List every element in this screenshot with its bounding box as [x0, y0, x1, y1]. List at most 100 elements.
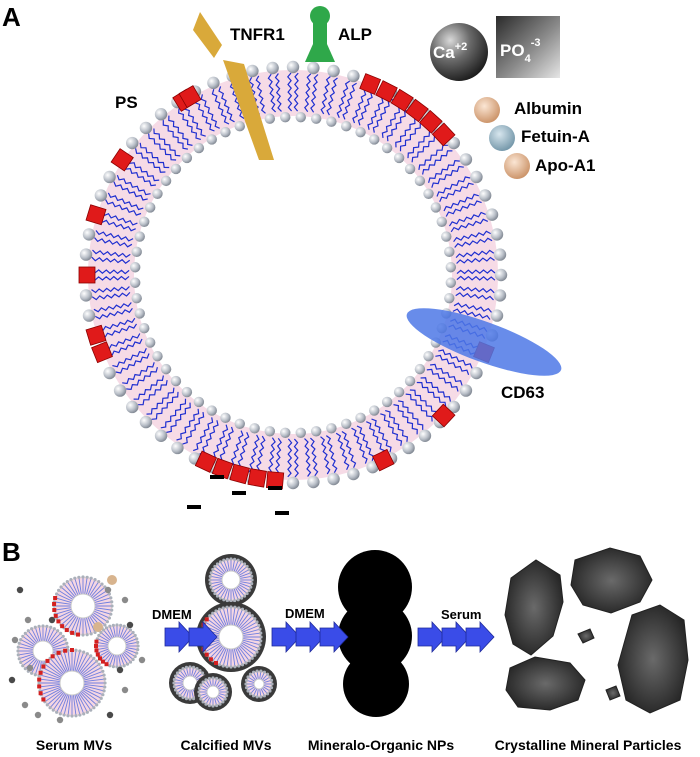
lipid-head-outer	[327, 64, 340, 78]
lipid-tail	[100, 211, 138, 226]
vesicle-spoke	[214, 585, 225, 594]
vesicle-spoke	[100, 651, 111, 660]
vesicle-spoke	[58, 589, 74, 600]
lipid-tail	[91, 286, 130, 294]
vesicle-spoke	[54, 601, 72, 605]
lipid-tail	[200, 94, 220, 129]
vesicle-spoke	[122, 629, 131, 640]
lipid-tail	[454, 237, 493, 248]
lipid-head-inner	[436, 216, 447, 227]
lipid-tail	[107, 338, 143, 357]
vesicle-spoke	[226, 648, 230, 667]
tnfr1-label: TNFR1	[230, 25, 285, 44]
vesicle-spoke	[84, 617, 88, 635]
ion-particle	[126, 621, 134, 629]
vesicle-spoke	[121, 627, 128, 639]
vesicle-spoke	[240, 643, 256, 656]
fetuin-protein	[489, 125, 515, 151]
vesicle-spoke	[78, 617, 82, 635]
lipid-head-inner	[295, 427, 306, 439]
lipid-head-inner	[220, 412, 231, 424]
lipid-head-inner	[423, 188, 434, 199]
lipid-tail	[267, 73, 277, 113]
lipid-head-outer	[139, 415, 153, 429]
vesicle-spoke	[66, 581, 77, 597]
vesicle-spoke	[237, 646, 250, 662]
vesicle-spoke	[233, 648, 240, 667]
vesicle-spoke	[241, 642, 258, 653]
lipid-head-inner	[131, 292, 142, 304]
vesicle-spoke	[83, 674, 105, 681]
vesicle-spoke	[60, 586, 75, 599]
vesicle-spoke	[79, 658, 95, 675]
lipid-tail	[210, 424, 229, 461]
cd63-label: CD63	[501, 383, 544, 402]
lipid-head-inner	[445, 262, 457, 273]
lipid-tail	[335, 432, 350, 471]
ps-marker	[431, 122, 456, 147]
ion-particle	[106, 711, 114, 719]
vesicle-spoke	[220, 587, 227, 599]
ion-particle	[121, 596, 129, 604]
vesicle-spoke	[98, 650, 110, 657]
vesicle-spoke	[124, 650, 136, 657]
lipid-head-inner	[381, 396, 393, 408]
vesicle-spoke	[49, 658, 65, 675]
vesicle-spoke	[50, 635, 64, 646]
vesicle-spoke	[67, 650, 72, 672]
lipid-tail	[380, 413, 403, 446]
vesicle-spoke	[204, 621, 221, 632]
process-arrow	[271, 620, 301, 654]
lipid-head-inner	[234, 121, 245, 132]
lipid-head-outer	[366, 460, 379, 474]
lipid-head-inner	[152, 351, 163, 362]
vesicle-spoke	[123, 651, 134, 660]
lipid-head-inner	[193, 142, 205, 154]
vesicle-spoke	[118, 625, 122, 638]
lipid-head-inner	[264, 426, 276, 437]
vesicle-spoke	[83, 678, 105, 683]
vesicle-spoke	[125, 638, 137, 644]
process-arrow	[164, 620, 194, 654]
lipid-head-outer	[266, 61, 279, 75]
lipid-head-outer	[459, 153, 473, 166]
lipid-head-outer	[347, 467, 360, 481]
vesicle-spoke	[222, 607, 229, 626]
vesicle-spoke	[83, 683, 105, 688]
vesicle-spoke	[22, 635, 36, 646]
lipid-head-outer	[493, 289, 507, 302]
lipid-tail	[453, 302, 492, 313]
lipid-tail	[393, 404, 418, 435]
vesicle-spoke	[78, 655, 92, 674]
lipid-head-inner	[404, 163, 416, 175]
vesicle-spoke	[40, 670, 61, 680]
lipid-tail	[439, 182, 474, 202]
lipid-head-inner	[152, 188, 163, 199]
vesicle-spoke	[74, 617, 81, 634]
lipid-tail	[115, 353, 150, 374]
lipid-tail	[229, 430, 244, 468]
vesicle-spoke	[214, 566, 225, 575]
lipid-tail	[177, 108, 201, 140]
ion-particle	[138, 656, 146, 664]
lipid-tail	[217, 426, 234, 463]
lipid-tail	[320, 76, 331, 115]
vesicle-spoke	[103, 629, 112, 640]
lipid-tail	[385, 410, 409, 442]
lipid-head-inner	[381, 142, 393, 154]
vesicle-spoke	[31, 628, 39, 643]
vesicle-spoke	[63, 650, 70, 672]
lipid-tail	[293, 72, 299, 112]
ps-marker	[405, 98, 429, 123]
lipid-head-inner	[280, 427, 291, 439]
lipid-head-inner	[170, 163, 182, 175]
vesicle-spoke	[217, 586, 226, 597]
lipid-head-inner	[129, 277, 141, 288]
lipid-head-outer	[113, 384, 127, 397]
vesicle-spoke	[82, 688, 102, 699]
lipid-tail	[436, 176, 471, 197]
lipid-tail	[153, 128, 181, 157]
vesicle-spoke	[38, 626, 42, 642]
phosphate-ion-square	[496, 16, 560, 78]
lipid-tail	[453, 230, 491, 243]
